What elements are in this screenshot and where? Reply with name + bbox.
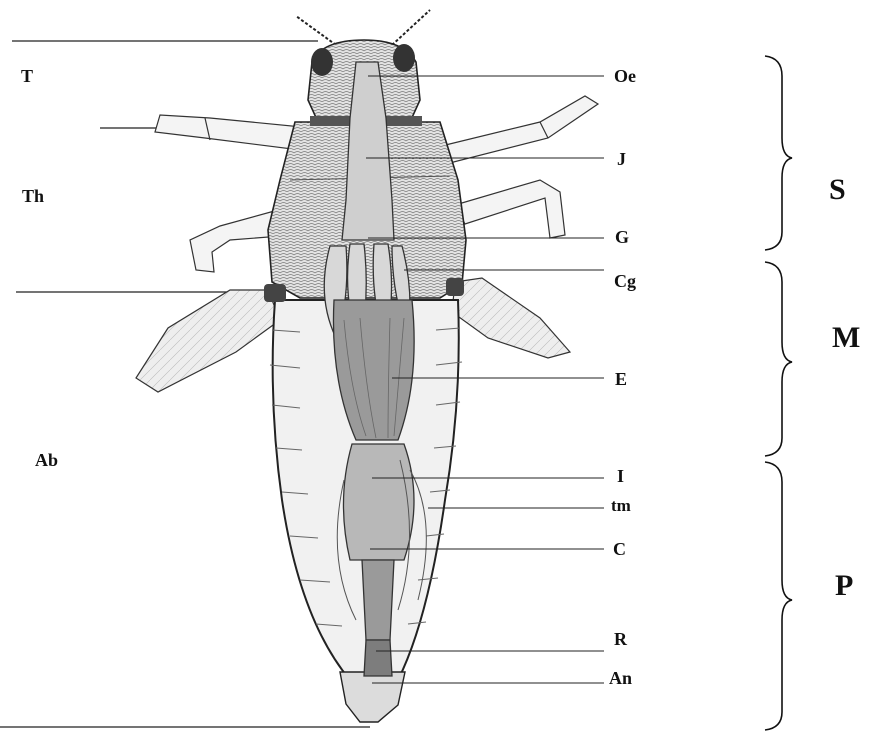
left-wing [136, 290, 280, 392]
label-an: An [609, 669, 632, 687]
label-j: J [617, 150, 626, 168]
region-braces [765, 56, 792, 730]
left-wing-base [264, 284, 286, 302]
brace-s [765, 56, 792, 250]
brace-p [765, 462, 792, 730]
label-thorax: Th [22, 187, 44, 205]
brace-m [765, 262, 792, 456]
right-wing-base [446, 278, 464, 296]
rectum [364, 640, 392, 676]
label-cg: Cg [614, 272, 636, 290]
label-tm: tm [611, 497, 631, 514]
label-e: E [615, 370, 627, 388]
anal-cone [340, 672, 405, 722]
label-r: R [614, 630, 627, 648]
colon [362, 560, 394, 640]
label-c: C [613, 540, 626, 558]
right-antenna [392, 10, 430, 45]
label-region-p: P [835, 571, 853, 601]
label-abdomen: Ab [35, 451, 58, 469]
label-g: G [615, 228, 629, 246]
middle-right-leg [455, 180, 565, 238]
label-oe: Oe [614, 67, 636, 85]
right-eye [393, 44, 415, 72]
label-region-m: M [832, 323, 860, 353]
label-head: T [21, 67, 33, 85]
label-i: I [617, 467, 624, 485]
right-wing [452, 278, 570, 358]
ileum [343, 444, 414, 560]
left-eye [311, 48, 333, 76]
label-region-s: S [829, 175, 846, 205]
